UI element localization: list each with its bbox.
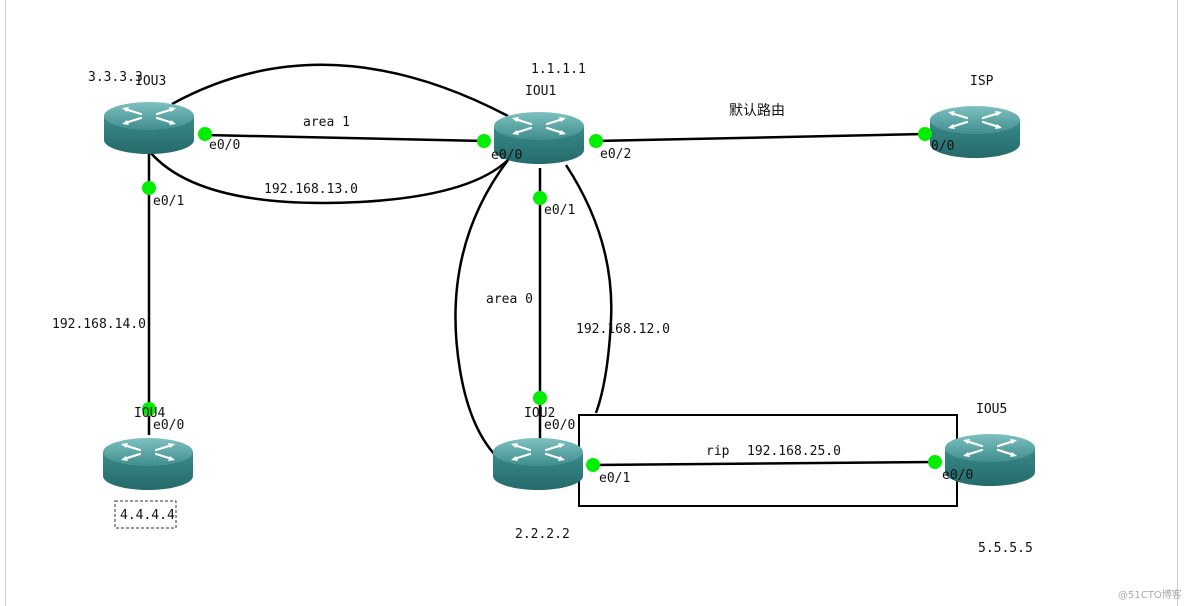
- router-icon: [101, 436, 195, 492]
- port-label-iou1-e00: e0/0: [491, 148, 522, 163]
- link-label-net14: 192.168.14.0: [52, 317, 146, 332]
- port-label-iou2-e00: e0/0: [544, 418, 575, 433]
- loopback-iou3: 3.3.3.3: [88, 70, 143, 85]
- link-iou3-iou1-direct[interactable]: [204, 133, 486, 143]
- port-dot-iou1-e01[interactable]: [533, 191, 547, 205]
- port-label-iou1-e02: e0/2: [600, 147, 631, 162]
- port-dot-iou1-e02[interactable]: [589, 134, 603, 148]
- link-iou1-iou2-arc-left[interactable]: [454, 159, 509, 459]
- port-dot-iou2-e00[interactable]: [533, 391, 547, 405]
- link-label-default-route: 默认路由: [729, 103, 785, 119]
- port-dot-iou1-e00[interactable]: [477, 134, 491, 148]
- window-edge-left: [5, 0, 6, 606]
- port-label-iou1-e01: e0/1: [544, 203, 575, 218]
- router-iou4[interactable]: [101, 436, 195, 492]
- rip-domain-box: [578, 414, 958, 507]
- router-name-iou4: IOU4: [134, 406, 165, 421]
- port-dot-iou2-e01[interactable]: [586, 458, 600, 472]
- link-label-net25: 192.168.25.0: [747, 444, 841, 459]
- port-dot-isp-00[interactable]: [918, 127, 932, 141]
- router-name-iou3: IOU3: [135, 74, 166, 89]
- loopback-iou5: 5.5.5.5: [978, 541, 1033, 556]
- router-iou2[interactable]: [491, 436, 585, 492]
- link-label-rip: rip: [706, 444, 730, 459]
- router-iou3[interactable]: [102, 100, 196, 156]
- router-icon: [102, 100, 196, 156]
- link-label-net13: 192.168.13.0: [264, 182, 358, 197]
- port-label-iou4-e00: e0/0: [153, 418, 184, 433]
- router-name-iou5: IOU5: [976, 402, 1007, 417]
- port-label-iou5-e00: e0/0: [942, 468, 973, 483]
- link-iou3-iou1-arc-top[interactable]: [171, 63, 509, 118]
- router-name-isp: ISP: [970, 74, 994, 89]
- window-edge-right: [1177, 0, 1178, 606]
- router-name-iou1: IOU1: [525, 84, 556, 99]
- port-dot-iou3-e00[interactable]: [198, 127, 212, 141]
- link-label-area0: area 0: [486, 292, 533, 307]
- loopback-iou2: 2.2.2.2: [515, 527, 570, 542]
- link-label-net12: 192.168.12.0: [576, 322, 670, 337]
- link-iou1-iou2-arc-right[interactable]: [564, 164, 613, 414]
- link-iou3-iou1-arc-bottom[interactable]: [149, 151, 509, 205]
- link-iou2-iou5[interactable]: [592, 460, 936, 467]
- port-dot-iou3-e01[interactable]: [142, 181, 156, 195]
- loopback-iou4-box: [114, 500, 177, 529]
- router-name-iou2: IOU2: [524, 406, 555, 421]
- port-label-iou2-e01: e0/1: [599, 471, 630, 486]
- loopback-iou4: 4.4.4.4: [120, 508, 175, 523]
- port-dot-iou4-e00[interactable]: [142, 402, 156, 416]
- link-label-area1: area 1: [303, 115, 350, 130]
- port-dots: [142, 127, 942, 472]
- router-icon: [491, 436, 585, 492]
- link-iou1-isp[interactable]: [595, 132, 926, 143]
- loopback-iou1: 1.1.1.1: [531, 62, 586, 77]
- port-label-iou3-e00: e0/0: [209, 138, 240, 153]
- port-label-iou3-e01: e0/1: [153, 194, 184, 209]
- watermark-text: @51CTO博客: [1118, 588, 1182, 601]
- port-dot-iou5-e00[interactable]: [928, 455, 942, 469]
- port-label-isp-00: 0/0: [931, 139, 954, 154]
